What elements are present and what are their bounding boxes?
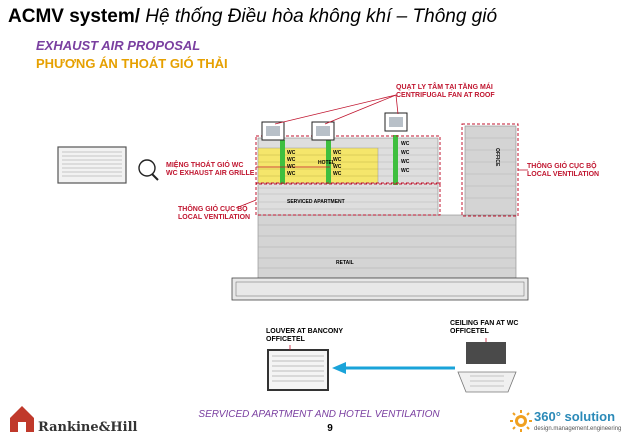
subtitle-vietnamese: PHƯƠNG ÁN THOÁT GIÓ THẢI (36, 56, 228, 71)
wc-label-2b: WC (333, 157, 342, 163)
magnifier-handle (151, 173, 159, 181)
office-tower (464, 125, 517, 216)
serviced-apartment-label: SERVICED APARTMENT (287, 199, 345, 205)
hotel-floor-lines (258, 154, 378, 177)
tower-floor-lines (258, 147, 438, 210)
local-ventilation-right-vi: THÔNG GIÓ CỤC BỘ (527, 163, 597, 170)
wc-grille-label-en: WC EXHAUST AIR GRILLE (166, 170, 255, 177)
louver-slats (272, 355, 324, 382)
office-label: OFFICE (494, 148, 500, 167)
roof-fan-icons (261, 112, 408, 141)
wc-label-3a: WC (401, 141, 410, 147)
wc-label-2d: WC (333, 171, 342, 177)
slide-caption: SERVICED APARTMENT AND HOTEL VENTILATION (198, 409, 440, 420)
wc-label-1b: WC (287, 157, 296, 163)
centrifugal-fan-label-vi: QUẠT LY TÂM TẠI TẦNG MÁI (396, 84, 493, 91)
subtitle-english: EXHAUST AIR PROPOSAL (36, 38, 201, 53)
wc-label-3c: WC (401, 159, 410, 165)
wc-riser-1 (280, 140, 285, 184)
solution-360-logo-subtext: design.management.engineering (534, 426, 622, 432)
page-title: ACMV system/ Hệ thống Điều hòa không khí… (8, 6, 497, 28)
centrifugal-fan-label-en: CENTRIFUGAL FAN AT ROOF (396, 92, 495, 99)
wc-label-1c: WC (287, 164, 296, 170)
retail-label: RETAIL (336, 260, 354, 266)
magnifier-icon (138, 159, 156, 177)
ceiling-fan-grille (457, 371, 517, 393)
hotel-floors (257, 147, 379, 184)
local-ventilation-left-en: LOCAL VENTILATION (178, 214, 251, 221)
rankine-hill-logo-icon (10, 406, 34, 432)
wc-label-2c: WC (333, 164, 342, 170)
ceiling-fan-body (466, 342, 506, 364)
wc-label-3d: WC (401, 168, 410, 174)
solution-360-logo-text: 360° solution (534, 409, 616, 424)
wc-grille-label-vi: MIỆNG THOÁT GIÓ WC (166, 162, 244, 169)
wc-label-1d: WC (287, 171, 296, 177)
ceiling-fan-label-line2: OFFICETEL (450, 328, 489, 335)
basement-block (231, 277, 529, 301)
title-bold: ACMV system/ (8, 6, 140, 27)
podium-floor-lines (258, 224, 516, 269)
title-italic: Hệ thống Điều hòa không khí – Thông gió (140, 6, 498, 27)
podium-block (257, 214, 517, 279)
airflow-arrow-head (332, 362, 346, 374)
louver-label-line1: LOUVER AT BANCONY (266, 328, 343, 335)
rankine-hill-logo-door (18, 422, 26, 432)
ceiling-fan-label-line1: CEILING FAN AT WC (450, 320, 519, 327)
louver-image (267, 349, 329, 391)
ceiling-fan-grid (470, 375, 504, 387)
page-number: 9 (327, 423, 333, 434)
wc-label-2a: WC (333, 150, 342, 156)
fan-leader-lines (235, 94, 528, 209)
basement-inner (235, 281, 525, 297)
local-ventilation-right-en: LOCAL VENTILATION (527, 171, 600, 178)
office-floor-lines (465, 137, 516, 199)
wc-riser-2 (326, 140, 331, 184)
local-ventilation-left-vi: THÔNG GIÓ CỤC BỘ (178, 206, 248, 213)
wc-label-1a: WC (287, 150, 296, 156)
grille-slats (62, 151, 122, 177)
grille-image (57, 146, 127, 184)
rankine-hill-logo-text: Rankine&Hill (38, 420, 138, 435)
wc-label-3b: WC (401, 150, 410, 156)
louver-label-line2: OFFICETEL (266, 336, 305, 343)
hotel-label: HOTEL (318, 160, 335, 166)
wc-riser-3 (393, 135, 398, 185)
sun-logo-icon (510, 410, 532, 432)
